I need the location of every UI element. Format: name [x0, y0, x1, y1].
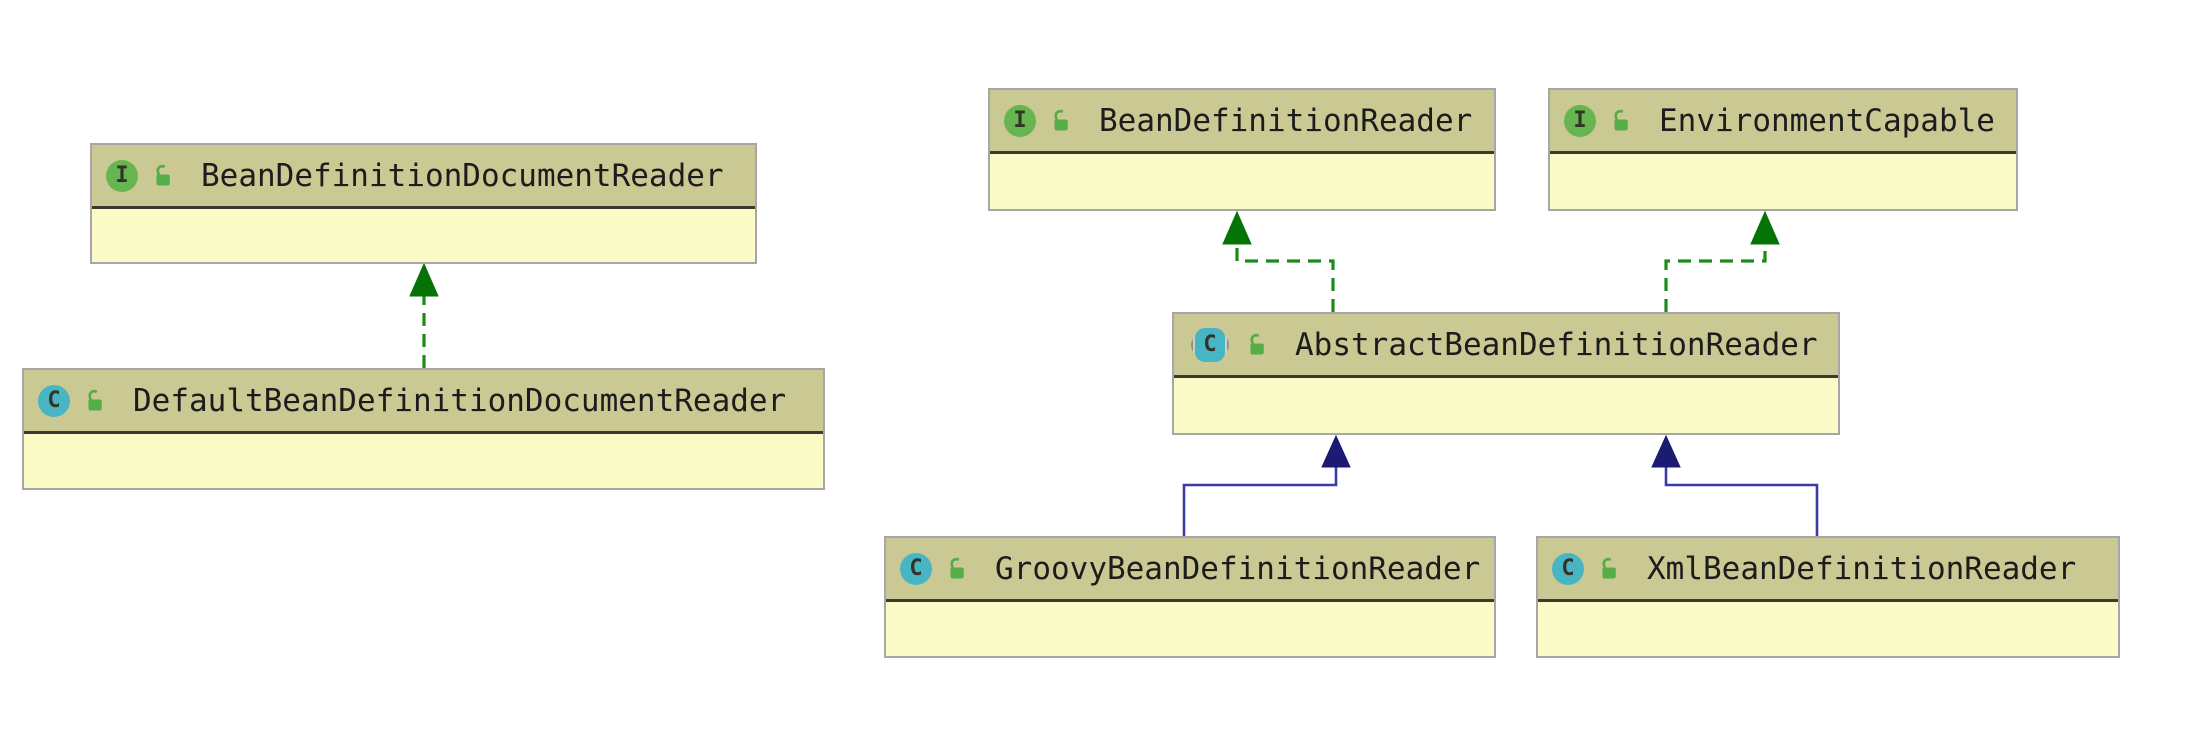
- node-label: EnvironmentCapable: [1659, 102, 1995, 139]
- edge-implements-environmentcapable[interactable]: [1664, 210, 1780, 312]
- open-padlock-icon: [1608, 108, 1633, 133]
- edge-extends-groovybeandefinitionreader[interactable]: [1182, 434, 1351, 536]
- interface-icon: I: [1564, 104, 1596, 137]
- node-members-section: [92, 209, 755, 262]
- open-padlock-icon: [1596, 556, 1621, 581]
- open-padlock-icon: [1244, 332, 1269, 357]
- node-title-bar: C DefaultBeanDefinitionDocumentReader: [24, 370, 823, 434]
- abstract-class-icon: C: [1188, 327, 1232, 362]
- node-members-section: [990, 154, 1494, 209]
- node-label: XmlBeanDefinitionReader: [1647, 550, 2077, 587]
- node-members-section: [886, 602, 1494, 656]
- node-title-bar: C XmlBeanDefinitionReader: [1538, 538, 2118, 602]
- class-node-xmlbeandefinitionreader[interactable]: C XmlBeanDefinitionReader: [1536, 536, 2120, 658]
- node-members-section: [24, 434, 823, 488]
- node-title-bar: C AbstractBeanDefinitionReader: [1174, 314, 1838, 378]
- node-label: GroovyBeanDefinitionReader: [995, 550, 1481, 587]
- open-padlock-icon: [1048, 108, 1073, 133]
- node-members-section: [1174, 378, 1838, 433]
- node-label: BeanDefinitionReader: [1099, 102, 1473, 139]
- class-node-defaultbeandefinitiondocumentreader[interactable]: C DefaultBeanDefinitionDocumentReader: [22, 368, 825, 490]
- class-node-groovybeandefinitionreader[interactable]: C GroovyBeanDefinitionReader: [884, 536, 1496, 658]
- class-icon: C: [38, 384, 70, 417]
- open-padlock-icon: [82, 388, 107, 413]
- class-icon: C: [900, 552, 932, 585]
- interface-icon: I: [1004, 104, 1036, 137]
- node-title-bar: I BeanDefinitionReader: [990, 90, 1494, 154]
- node-members-section: [1550, 154, 2016, 209]
- node-title-bar: C GroovyBeanDefinitionReader: [886, 538, 1494, 602]
- interface-icon: I: [106, 159, 138, 192]
- node-label: DefaultBeanDefinitionDocumentReader: [133, 382, 787, 419]
- class-icon: C: [1552, 552, 1584, 585]
- class-node-environmentcapable[interactable]: I EnvironmentCapable: [1548, 88, 2018, 211]
- edge-implements-beandefinitionreader[interactable]: [1222, 210, 1335, 312]
- open-padlock-icon: [150, 163, 175, 188]
- node-title-bar: I BeanDefinitionDocumentReader: [92, 145, 755, 209]
- class-node-abstractbeandefinitionreader[interactable]: C AbstractBeanDefinitionReader: [1172, 312, 1840, 435]
- class-node-beandefinitionreader[interactable]: I BeanDefinitionReader: [988, 88, 1496, 211]
- edge-implements-defaultbeandefinitiondocumentreader[interactable]: [409, 262, 439, 368]
- class-node-beandefinitiondocumentreader[interactable]: I BeanDefinitionDocumentReader: [90, 143, 757, 264]
- node-members-section: [1538, 602, 2118, 656]
- node-label: BeanDefinitionDocumentReader: [201, 157, 724, 194]
- node-label: AbstractBeanDefinitionReader: [1295, 326, 1818, 363]
- edge-extends-xmlbeandefinitionreader[interactable]: [1651, 434, 1819, 536]
- node-title-bar: I EnvironmentCapable: [1550, 90, 2016, 154]
- open-padlock-icon: [944, 556, 969, 581]
